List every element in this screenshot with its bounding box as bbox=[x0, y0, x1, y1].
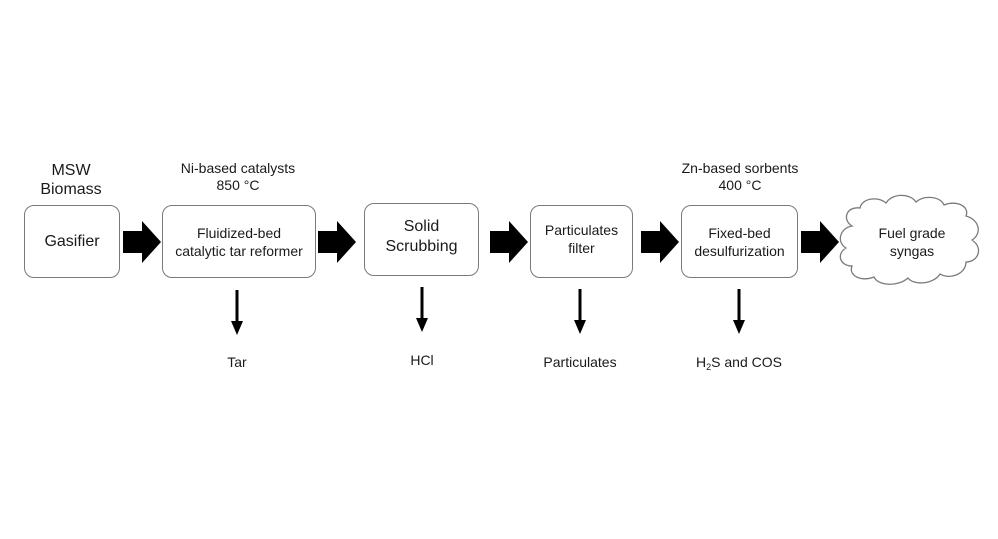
flow-arrow-2 bbox=[318, 221, 356, 263]
output-hcl-label: HCl bbox=[410, 352, 434, 368]
solid-scrubbing-label: Solid Scrubbing bbox=[385, 217, 457, 257]
syngas-cloud-shape bbox=[839, 194, 980, 285]
output-arrow-hcl bbox=[416, 287, 428, 332]
flow-arrow-4 bbox=[641, 221, 679, 263]
flow-arrow-5 bbox=[801, 221, 839, 263]
desulfurization-sorbent-label: Zn-based sorbents bbox=[681, 160, 799, 176]
output-h2s-h: H bbox=[696, 354, 707, 370]
desulfurization-label-line-1: Fixed-bed bbox=[708, 224, 771, 241]
solid-scrubbing-label-line-1: Solid bbox=[403, 217, 440, 235]
reformer-annotation: Ni-based catalysts 850 °C bbox=[152, 160, 324, 194]
input-label-msw: MSW bbox=[51, 162, 91, 179]
desulfurization-label-line-2: desulfurization bbox=[694, 242, 785, 259]
tar-reformer-label-line-2: catalytic tar reformer bbox=[175, 242, 303, 259]
syngas-node: Fuel grade syngas bbox=[862, 224, 962, 260]
syngas-label-line-1: Fuel grade bbox=[878, 225, 946, 241]
particulates-filter-label-line-2: filter bbox=[568, 239, 595, 256]
solid-scrubbing-node: Solid Scrubbing bbox=[364, 203, 479, 276]
desulfurization-node: Fixed-bed desulfurization bbox=[681, 205, 798, 278]
tar-reformer-node: Fluidized-bed catalytic tar reformer bbox=[162, 205, 316, 278]
input-label-biomass: Biomass bbox=[40, 181, 102, 198]
flow-arrow-3 bbox=[490, 221, 528, 263]
output-arrow-tar bbox=[231, 290, 243, 335]
output-particulates-label: Particulates bbox=[543, 354, 617, 370]
tar-reformer-label: Fluidized-bed catalytic tar reformer bbox=[175, 224, 303, 260]
output-h2s-subscript: 2 bbox=[706, 362, 712, 372]
desulfurization-annotation: Zn-based sorbents 400 °C bbox=[660, 160, 820, 194]
reformer-temperature-label: 850 °C bbox=[216, 177, 260, 193]
particulates-filter-label-line-1: Particulates bbox=[544, 221, 619, 238]
output-tar-label: Tar bbox=[227, 354, 247, 370]
gasifier-label: Gasifier bbox=[44, 232, 100, 250]
particulates-filter-node: Particulates filter bbox=[530, 205, 633, 278]
output-h2s-cos-label: H2S and COS bbox=[669, 354, 809, 376]
output-arrow-h2s-cos bbox=[733, 289, 745, 334]
gasifier-node: Gasifier bbox=[24, 205, 120, 278]
desulfurization-label: Fixed-bed desulfurization bbox=[694, 224, 784, 260]
desulfurization-temperature-label: 400 °C bbox=[718, 177, 762, 193]
tar-reformer-label-line-1: Fluidized-bed bbox=[196, 224, 282, 241]
reformer-catalyst-label: Ni-based catalysts bbox=[180, 160, 296, 176]
input-label: MSW Biomass bbox=[36, 161, 106, 199]
output-h2s-suffix: S and COS bbox=[711, 354, 782, 370]
solid-scrubbing-label-line-2: Scrubbing bbox=[385, 237, 458, 255]
flow-arrow-1 bbox=[123, 221, 161, 263]
particulates-filter-label: Particulates filter bbox=[545, 221, 618, 257]
output-arrow-particulates bbox=[574, 289, 586, 334]
syngas-label-line-2: syngas bbox=[889, 243, 935, 259]
